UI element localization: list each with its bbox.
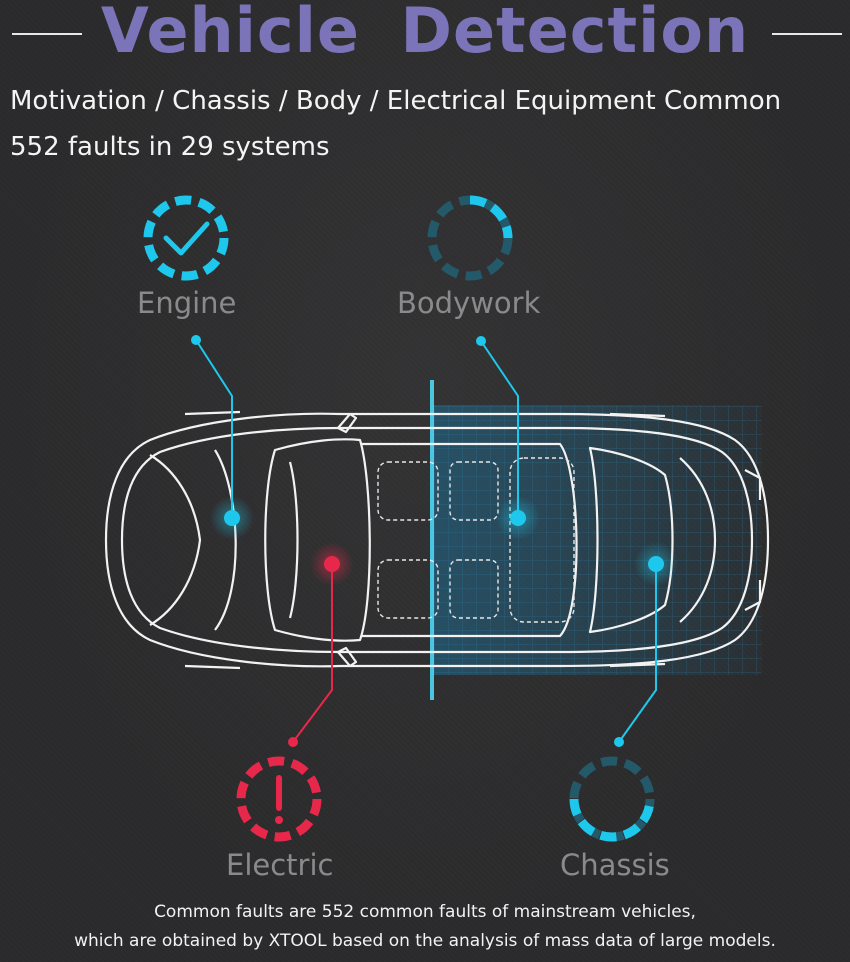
subtitle-line-2: 552 faults in 29 systems [10,132,330,162]
connector-chassis [614,564,657,747]
connector-electric [288,564,333,747]
page-title: Vehicle Detection [100,0,750,67]
car-seats [377,457,575,623]
label-electric: Electric [226,848,334,882]
footer-line-1: Common faults are 552 common faults of m… [154,902,696,922]
loading-circle-icon [569,756,655,842]
title-row: Vehicle Detection [0,0,850,72]
warning-circle-icon [236,756,322,842]
footer-line-2: which are obtained by XTOOL based on the… [74,931,776,951]
hotspot-bodywork[interactable] [496,496,540,540]
hotspot-engine[interactable] [210,496,254,540]
loading-circle-icon [427,195,513,281]
title-rule-left [12,33,82,35]
label-engine: Engine [137,286,237,320]
car-outline [104,410,770,670]
title-rule-right [772,33,842,35]
connector-engine [191,335,233,516]
hotspot-electric[interactable] [310,542,354,586]
subtitle-line-1: Motivation / Chassis / Body / Electrical… [10,86,782,116]
label-chassis: Chassis [560,848,670,882]
hotspot-chassis[interactable] [634,542,678,586]
connector-bodywork [476,336,519,516]
label-bodywork: Bodywork [397,286,541,320]
check-circle-icon [143,195,229,281]
